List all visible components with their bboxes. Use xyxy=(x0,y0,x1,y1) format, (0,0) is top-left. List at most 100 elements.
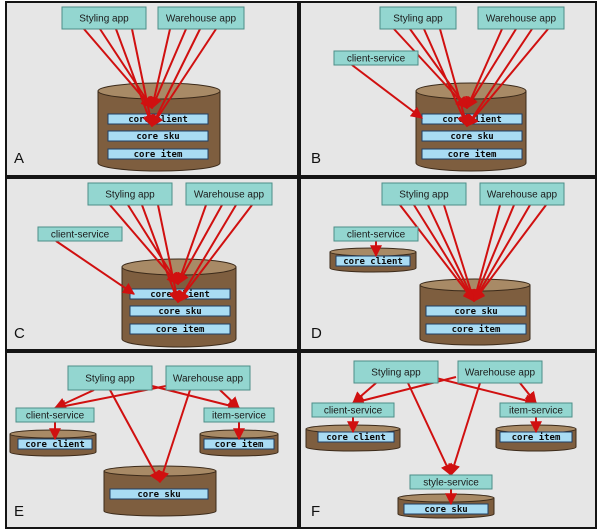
table-box: core sku xyxy=(403,503,489,515)
table-label: core item xyxy=(215,439,264,450)
table-box: core item xyxy=(203,438,275,450)
table-box: core sku xyxy=(109,488,209,500)
service-box-rect xyxy=(15,407,95,423)
connection-arrow xyxy=(466,28,533,127)
item-service-box: item-service xyxy=(499,402,573,418)
panel-letter: C xyxy=(14,325,25,342)
table-label: core client xyxy=(25,439,85,450)
table-layer: core client core item core sku xyxy=(317,431,573,515)
styling-service-box: Styling app xyxy=(87,182,173,206)
database-top xyxy=(9,429,97,439)
service-label: client-service xyxy=(347,230,406,241)
table-box-rect xyxy=(421,148,523,160)
connection-arrow xyxy=(148,28,171,110)
table-label: core item xyxy=(134,149,183,160)
service-layer: Styling app Warehouse app client-service xyxy=(333,6,565,66)
connection-arrow xyxy=(439,28,470,128)
service-box-rect xyxy=(311,402,395,418)
database-top xyxy=(397,493,495,503)
table-label: core sku xyxy=(454,307,497,317)
service-box-rect xyxy=(381,182,467,206)
connection-arrow xyxy=(351,376,457,407)
table-box-rect xyxy=(107,148,209,160)
connection-layer xyxy=(55,204,253,304)
connection-arrow xyxy=(177,204,253,303)
connection-layer xyxy=(347,376,542,506)
connection-arrow xyxy=(115,28,154,128)
style-service-box: style-service xyxy=(409,474,493,490)
service-label: client-service xyxy=(51,230,110,241)
table-label: core sku xyxy=(450,132,493,142)
styling-service-box: Styling app xyxy=(379,6,457,30)
table-box: core sku xyxy=(421,130,523,142)
service-box-rect xyxy=(409,474,493,490)
connection-arrow xyxy=(448,382,481,477)
table-box-rect xyxy=(107,130,209,142)
styling-service-box: Styling app xyxy=(67,365,153,391)
connection-arrow xyxy=(175,204,207,286)
service-layer: Styling app Warehouse app client-service it… xyxy=(15,365,275,423)
table-label: core sku xyxy=(136,132,179,142)
client-service-box: client-service xyxy=(37,226,123,242)
connection-arrow xyxy=(151,28,201,128)
table-box: core sku xyxy=(107,130,209,142)
table-box: core sku xyxy=(425,305,527,317)
item-service-box: item-service xyxy=(203,407,275,423)
table-box: core item xyxy=(421,148,523,160)
connection-arrow xyxy=(177,204,223,286)
connection-arrow xyxy=(157,204,182,304)
connection-arrow xyxy=(55,240,135,295)
service-box-rect xyxy=(157,6,245,30)
database-top xyxy=(121,258,237,276)
service-label: item-service xyxy=(509,406,563,417)
connection-arrow xyxy=(466,28,549,127)
connection-arrow xyxy=(157,389,191,484)
table-label: core sku xyxy=(137,490,180,500)
connection-arrow xyxy=(473,204,531,303)
database-top xyxy=(329,247,417,257)
connection-arrow xyxy=(466,28,517,110)
service-box-rect xyxy=(87,182,173,206)
panel-e: core client core item core sku Styling app W… xyxy=(5,351,299,529)
service-box-rect xyxy=(353,360,439,384)
connection-arrow xyxy=(219,389,240,409)
connection-arrow xyxy=(351,64,423,119)
table-box: core item xyxy=(499,431,573,443)
table-label: core client xyxy=(326,432,386,443)
service-label: Styling app xyxy=(371,368,421,379)
service-label: Styling app xyxy=(399,190,449,201)
table-label: core sku xyxy=(158,307,201,317)
database-top xyxy=(419,278,531,292)
connection-layer xyxy=(83,28,217,128)
table-label: core item xyxy=(512,432,561,443)
client-service-box: client-service xyxy=(333,50,419,66)
client-service-box: client-service xyxy=(15,407,95,423)
service-label: Warehouse app xyxy=(166,14,237,25)
service-box-rect xyxy=(203,407,275,423)
connection-arrow xyxy=(465,28,503,110)
service-label: Warehouse app xyxy=(486,14,557,25)
connection-layer xyxy=(370,204,547,303)
service-box-rect xyxy=(67,365,153,391)
service-label: client-service xyxy=(347,54,406,65)
warehouse-service-box: Warehouse app xyxy=(477,6,565,30)
warehouse-service-box: Warehouse app xyxy=(157,6,245,30)
service-label: style-service xyxy=(423,478,479,489)
table-label: core sku xyxy=(424,505,467,515)
connection-arrow xyxy=(141,204,180,304)
table-label: core item xyxy=(452,324,501,335)
service-box-rect xyxy=(379,6,457,30)
connection-arrow xyxy=(413,204,475,303)
connection-arrow xyxy=(99,28,153,110)
warehouse-service-box: Warehouse app xyxy=(165,365,251,391)
service-box-rect xyxy=(61,6,147,30)
table-box: core item xyxy=(107,148,209,160)
